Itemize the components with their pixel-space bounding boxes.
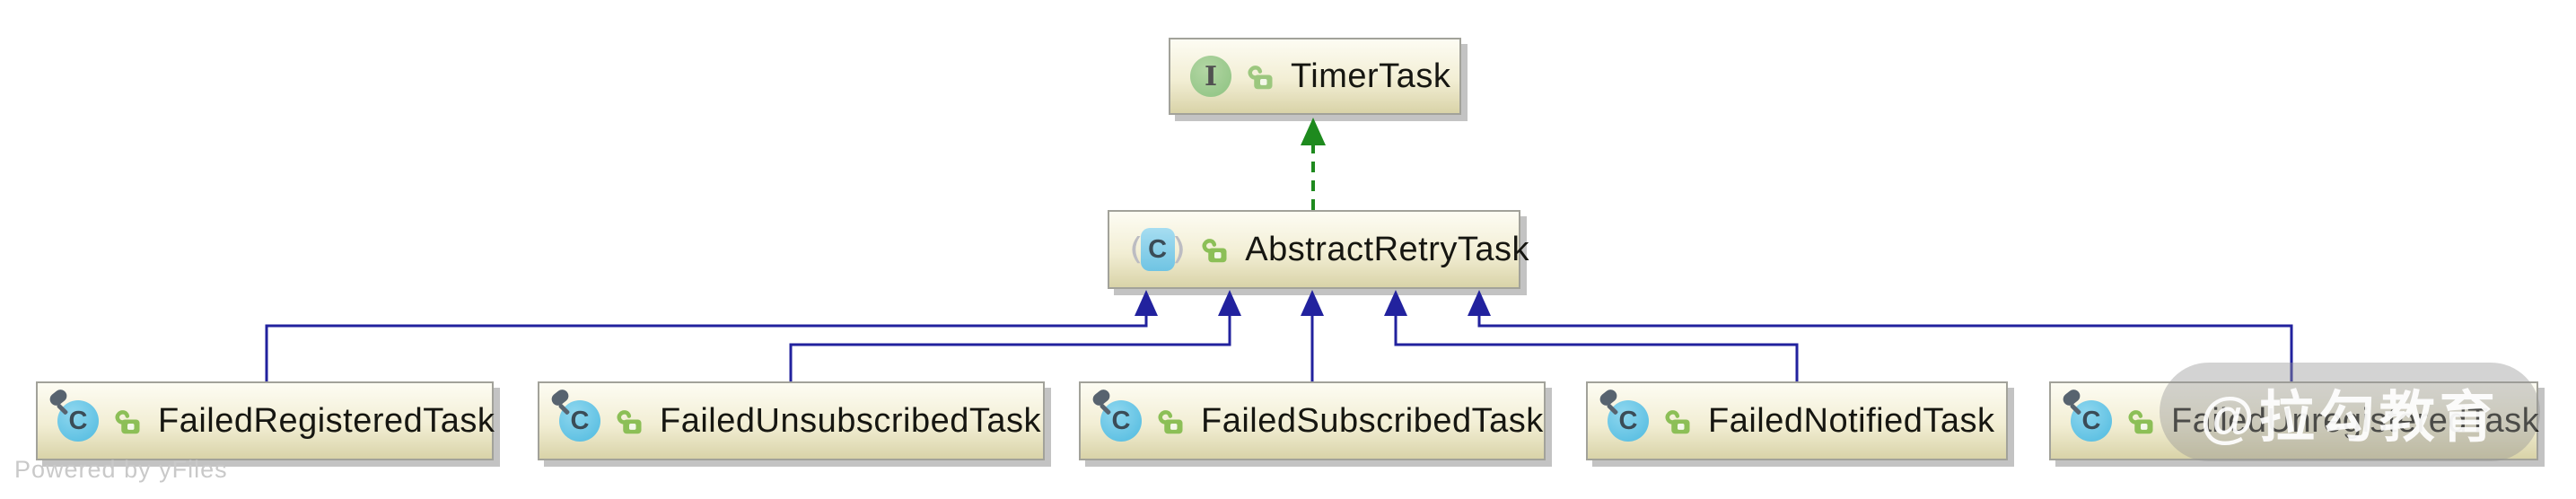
powered-by-yfiles-label: Powered by yFiles <box>14 456 228 483</box>
edge-implements-abstractretrytask-timertask[interactable] <box>1301 118 1326 210</box>
edge-extends-failedsubscribedtask[interactable] <box>1301 290 1324 381</box>
extends-arrowhead-icon <box>1384 290 1407 316</box>
watermark-text: @拉勾教育 <box>2200 387 2500 449</box>
abstract-class-square: C <box>1140 228 1175 271</box>
class-letter: C <box>68 406 88 435</box>
class-node-failednotifiedtask[interactable]: C FailedNotifiedTask <box>1586 381 2008 460</box>
class-name: FailedRegisteredTask <box>158 401 495 440</box>
extends-arrowhead-icon <box>1218 290 1241 316</box>
class-name: FailedNotifiedTask <box>1708 401 1995 440</box>
class-icon: C <box>57 400 99 442</box>
class-icon: C <box>1100 400 1142 442</box>
class-node-failedregisteredtask[interactable]: C FailedRegisteredTask <box>36 381 495 460</box>
edge-extends-failedregisteredtask[interactable] <box>265 290 1158 381</box>
class-name: AbstractRetryTask <box>1245 230 1530 268</box>
class-node-failedsubscribedtask[interactable]: C FailedSubscribedTask <box>1079 381 1546 460</box>
class-icon: C <box>1608 400 1649 442</box>
class-node-failedunregisteredtask[interactable]: C FailedUnregisteredTask <box>2049 381 2540 460</box>
edge-extends-failedunsubscribedtask[interactable] <box>789 290 1241 381</box>
public-lock-icon <box>2128 410 2153 434</box>
class-letter: C <box>1148 234 1168 264</box>
abstract-class-icon: C <box>1129 228 1186 271</box>
public-lock-icon <box>1158 410 1183 434</box>
class-letter: C <box>570 406 590 435</box>
extends-arrowhead-icon <box>1135 290 1158 316</box>
class-node-failedunsubscribedtask[interactable]: C FailedUnsubscribedTask <box>538 381 1045 460</box>
class-icon: C <box>559 400 600 442</box>
edge-extends-failednotifiedtask[interactable] <box>1384 290 1799 381</box>
public-lock-icon <box>1202 239 1227 263</box>
class-icon: C <box>2071 400 2112 442</box>
class-node-timertask[interactable]: I TimerTask <box>1169 38 1461 115</box>
extends-arrowhead-icon <box>1468 290 1491 316</box>
public-lock-icon <box>1665 410 1690 434</box>
public-lock-icon <box>115 410 140 434</box>
class-letter: C <box>2081 406 2101 435</box>
edge-extends-failedunregisteredtask[interactable] <box>1468 290 2293 381</box>
public-lock-icon <box>617 410 642 434</box>
class-name: FailedUnsubscribedTask <box>660 401 1041 440</box>
watermark-badge: @拉勾教育 <box>2160 363 2540 461</box>
class-node-abstractretrytask[interactable]: C AbstractRetryTask <box>1108 210 1529 289</box>
extends-arrowhead-icon <box>1301 290 1324 316</box>
class-letter: C <box>1618 406 1638 435</box>
implements-arrowhead-icon <box>1301 118 1326 145</box>
class-name: FailedUnregisteredTask <box>2171 401 2540 440</box>
interface-icon: I <box>1190 56 1231 97</box>
class-name: FailedSubscribedTask <box>1201 401 1544 440</box>
public-lock-icon <box>1248 66 1273 90</box>
interface-letter: I <box>1204 60 1218 92</box>
class-letter: C <box>1111 406 1131 435</box>
class-name: TimerTask <box>1291 57 1451 95</box>
